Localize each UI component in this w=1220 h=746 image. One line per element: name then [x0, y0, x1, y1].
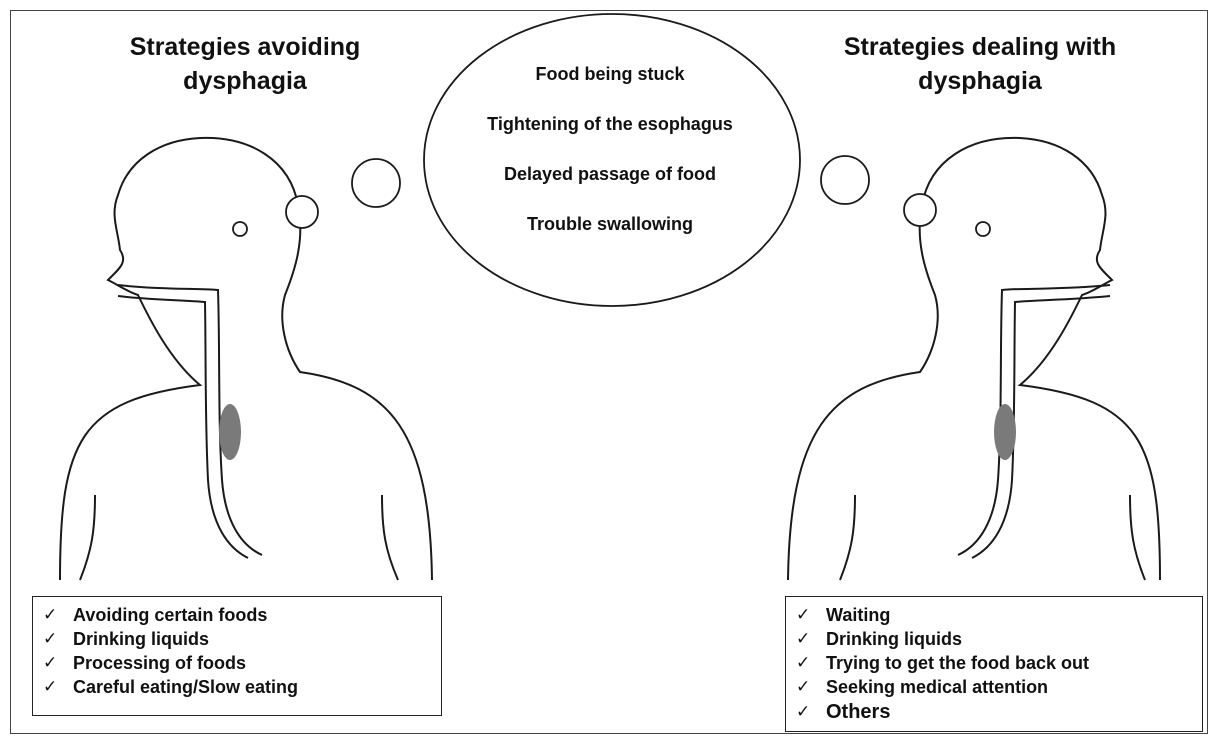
symptom-item: Tightening of the esophagus — [430, 112, 790, 162]
strategy-item: ✓ Processing of foods — [43, 651, 441, 675]
right-strategy-box: ✓ Waiting ✓ Drinking liquids ✓ Trying to… — [785, 596, 1203, 732]
left-esophagus-outer — [118, 285, 262, 555]
symptom-item: Food being stuck — [430, 62, 790, 112]
check-icon: ✓ — [796, 653, 826, 673]
right-arm-line-1 — [840, 495, 855, 580]
check-icon: ✓ — [796, 677, 826, 697]
left-arm-line-2 — [382, 495, 398, 580]
right-arm-line-2 — [1130, 495, 1145, 580]
check-icon: ✓ — [43, 629, 73, 649]
strategy-item: ✓ Seeking medical attention — [796, 675, 1202, 699]
strategy-label: Waiting — [826, 605, 890, 626]
strategy-item: ✓ Trying to get the food back out — [796, 651, 1202, 675]
left-arm-line-1 — [80, 495, 95, 580]
strategy-item: ✓ Waiting — [796, 603, 1202, 627]
strategy-label: Drinking liquids — [826, 629, 962, 650]
strategy-label: Trying to get the food back out — [826, 653, 1089, 674]
right-eye — [976, 222, 990, 236]
symptom-list: Food being stuck Tightening of the esoph… — [430, 62, 790, 262]
check-icon: ✓ — [796, 605, 826, 625]
strategy-item: ✓ Drinking liquids — [43, 627, 441, 651]
left-lesion — [219, 404, 241, 460]
right-esophagus-inner — [972, 296, 1110, 558]
strategy-item: ✓ Others — [796, 699, 1202, 725]
right-esophagus-outer — [958, 285, 1110, 555]
symptom-item: Delayed passage of food — [430, 162, 790, 212]
check-icon: ✓ — [796, 702, 826, 722]
left-ear-bubble — [286, 196, 318, 228]
strategy-item: ✓ Drinking liquids — [796, 627, 1202, 651]
strategy-label: Seeking medical attention — [826, 677, 1048, 698]
left-panel-title: Strategies avoiding dysphagia — [80, 30, 410, 98]
strategy-label: Others — [826, 701, 890, 724]
right-thought-dot — [821, 156, 869, 204]
symptom-item: Trouble swallowing — [430, 212, 790, 262]
check-icon: ✓ — [43, 653, 73, 673]
strategy-label: Careful eating/Slow eating — [73, 677, 298, 698]
left-eye — [233, 222, 247, 236]
left-strategy-box: ✓ Avoiding certain foods ✓ Drinking liqu… — [32, 596, 442, 716]
left-thought-dot — [352, 159, 400, 207]
right-lesion — [994, 404, 1016, 460]
right-ear-bubble — [904, 194, 936, 226]
strategy-label: Processing of foods — [73, 653, 246, 674]
check-icon: ✓ — [43, 605, 73, 625]
strategy-label: Drinking liquids — [73, 629, 209, 650]
right-panel-title: Strategies dealing with dysphagia — [815, 30, 1145, 98]
strategy-item: ✓ Avoiding certain foods — [43, 603, 441, 627]
check-icon: ✓ — [43, 677, 73, 697]
check-icon: ✓ — [796, 629, 826, 649]
strategy-item: ✓ Careful eating/Slow eating — [43, 675, 441, 699]
strategy-label: Avoiding certain foods — [73, 605, 267, 626]
